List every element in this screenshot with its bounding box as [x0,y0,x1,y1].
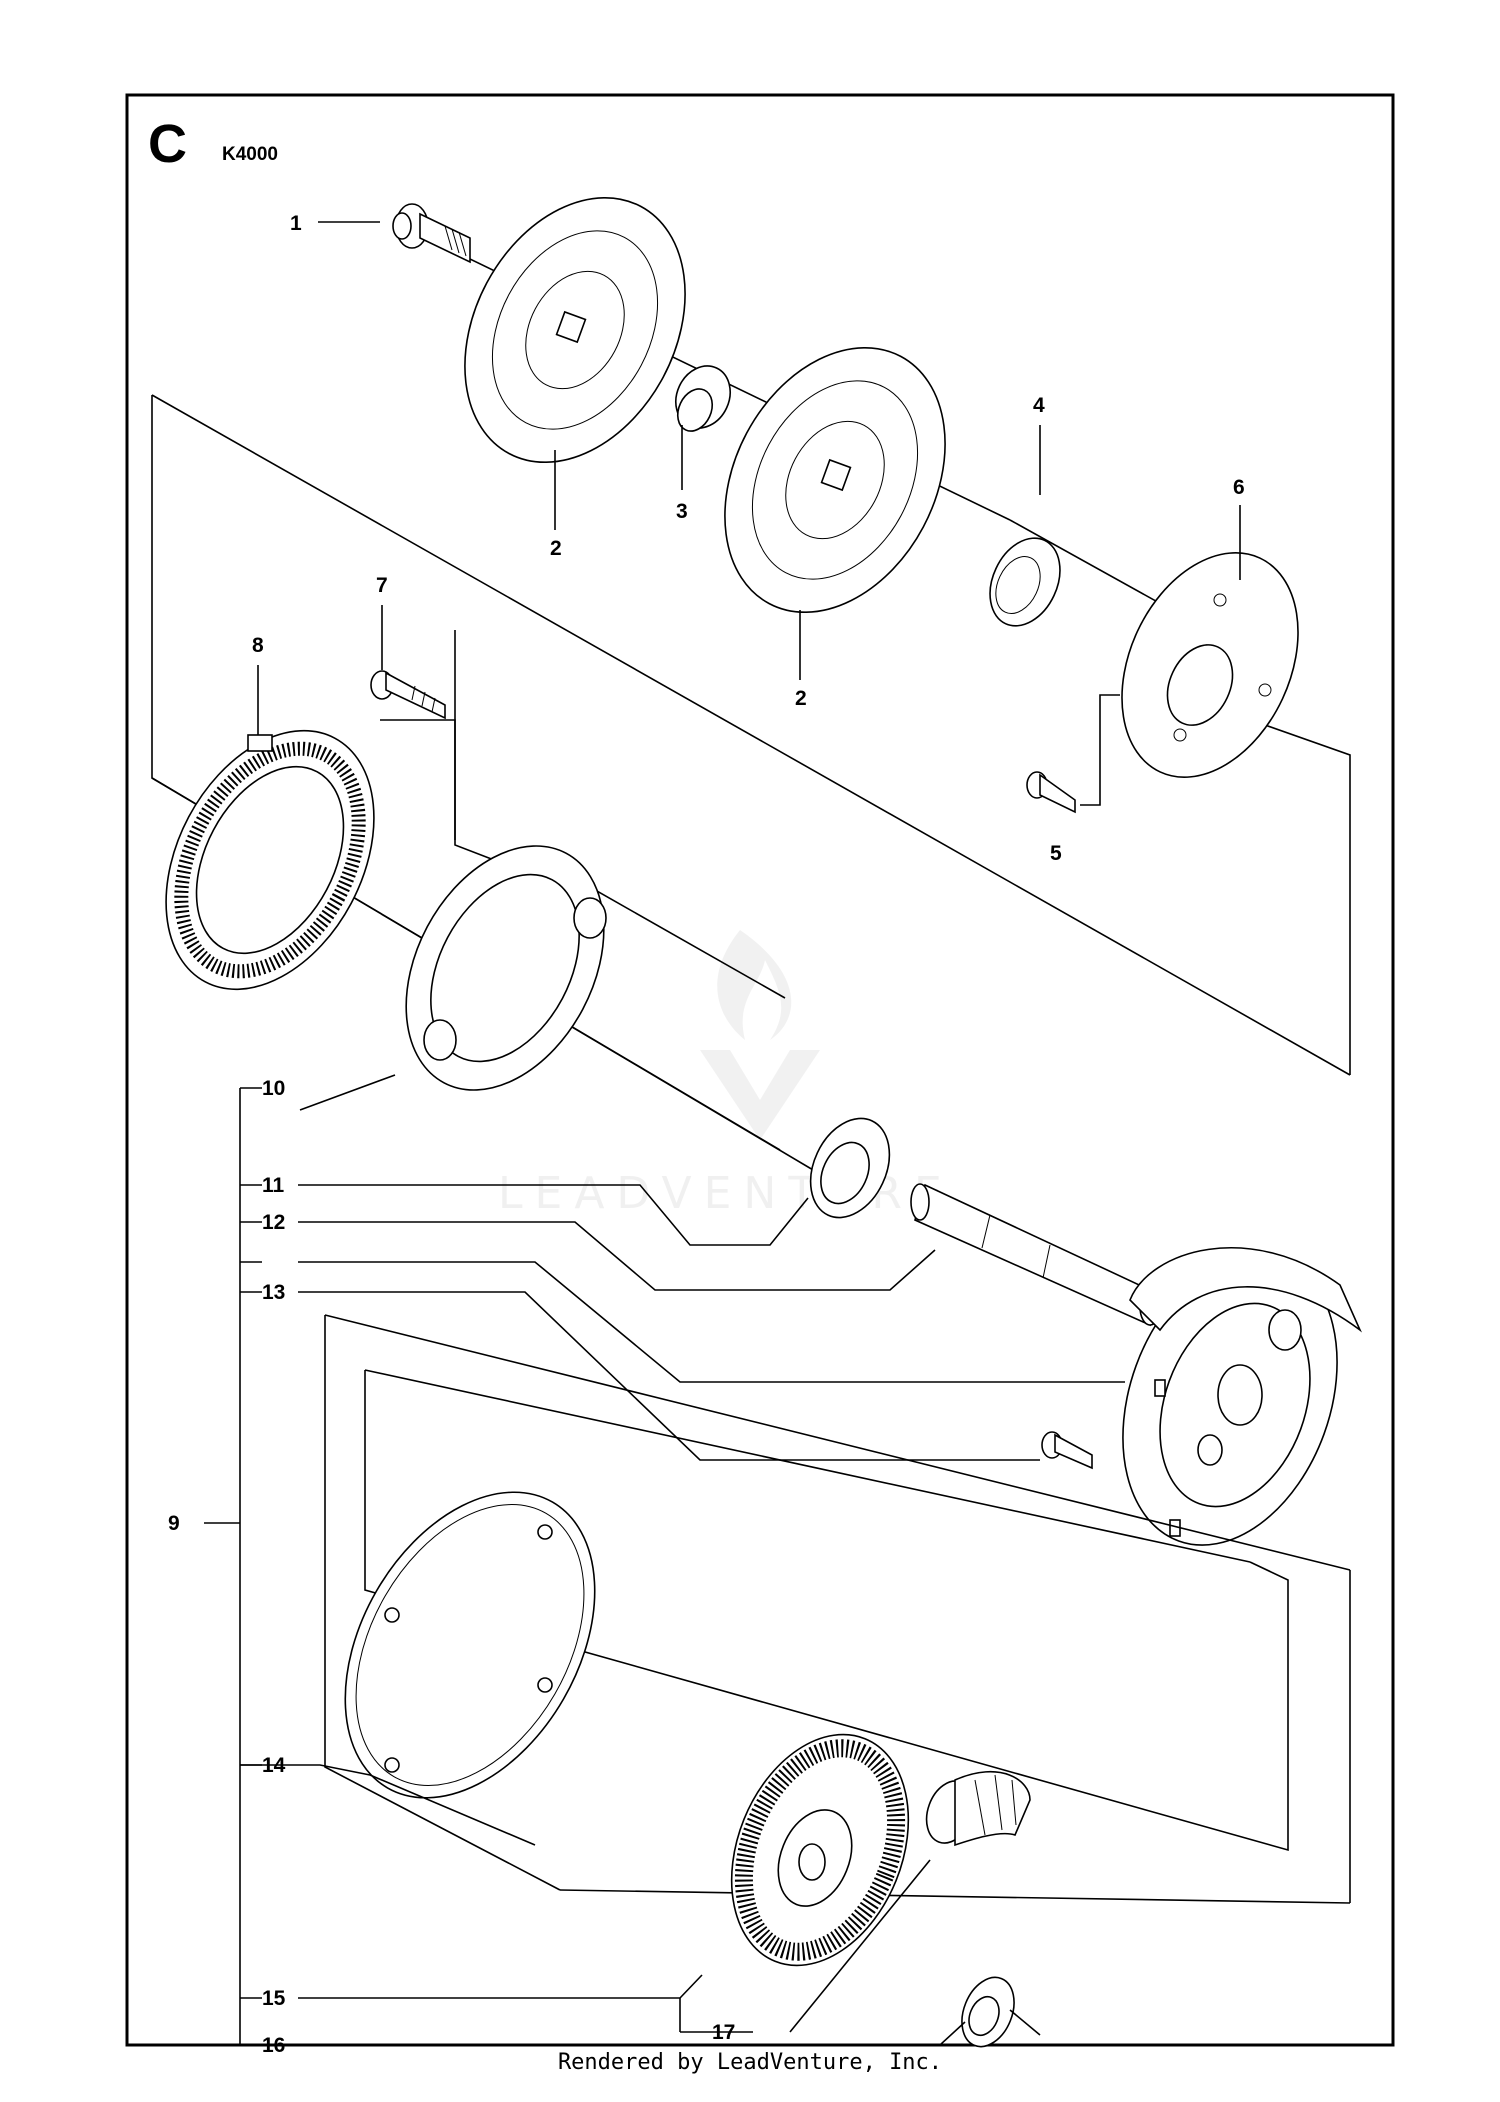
part-11-bearing [809,1117,891,1219]
callout-10: 10 [262,1077,285,1100]
part-6-plate [1121,552,1299,778]
callout-2b: 2 [795,687,807,710]
callout-12: 12 [262,1211,285,1234]
model-number: K4000 [222,144,278,165]
callout-14: 14 [262,1754,286,1777]
part-12-shaft [910,1183,1161,1327]
callout-7: 7 [376,574,388,597]
callout-13: 13 [262,1281,285,1304]
callout-9: 9 [168,1512,180,1535]
part-17-pinion [925,1770,1031,1847]
callout-16: 16 [262,2034,285,2057]
callout-2a: 2 [550,537,562,560]
part-4-washer [989,537,1061,627]
callout-15: 15 [262,1987,286,2010]
callout-1: 1 [290,212,302,235]
callout-5: 5 [1050,842,1062,865]
part-16-bearing [961,1976,1015,2048]
footer-credit: Rendered by LeadVenture, Inc. [557,2050,943,2075]
part-10-inner-ring [405,845,607,1091]
part-2-flange-outer [464,196,686,464]
callout-8: 8 [252,634,264,657]
callout-4: 4 [1033,394,1045,417]
part-13-screw [1041,1431,1093,1470]
section-letter: C [148,114,187,174]
part-7-screw [370,670,446,720]
callout-11: 11 [262,1174,285,1197]
callout-6: 6 [1233,476,1245,499]
part-15-bevel-gear [730,1733,910,1967]
part-8-ring-gear [165,729,375,991]
gear-housing [1122,1246,1362,1546]
part-5-screw [1026,771,1076,814]
part-14-gasket [344,1491,596,1799]
part-1-bolt [392,203,471,264]
part-2-flange-inner [724,346,946,614]
part-3-bushing [675,365,731,432]
callout-17: 17 [712,2021,735,2044]
diagram-frame [125,93,1395,2047]
callout-3: 3 [676,500,688,523]
